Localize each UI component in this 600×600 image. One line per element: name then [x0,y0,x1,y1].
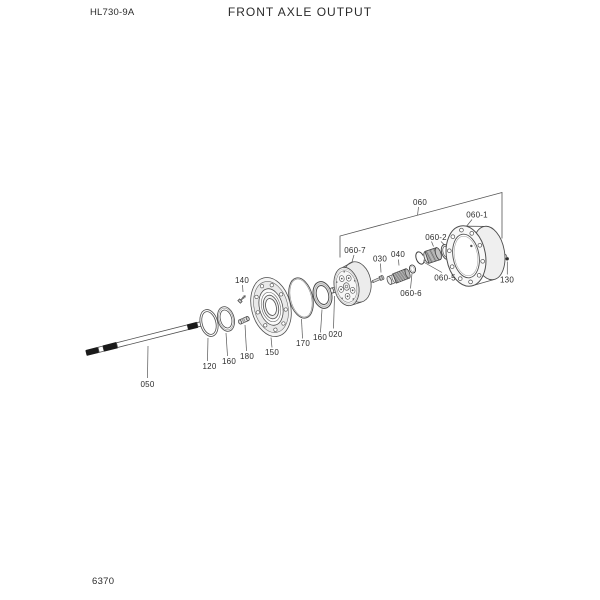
part-label-150: 150 [265,348,279,357]
part-label-040: 040 [391,250,405,259]
part-wheel-hub-150 [250,277,292,337]
part-bearing-060-2 [423,247,442,264]
part-snap-ring-060-5 [415,251,425,265]
part-label-180: 180 [240,352,254,361]
part-label-060-1: 060-1 [466,211,488,220]
part-label-170: 170 [296,339,310,348]
part-label-050: 050 [141,380,155,389]
part-label-060-7: 060-7 [344,246,366,255]
part-label-130: 130 [500,276,514,285]
part-label-120: 120 [203,362,217,371]
part-oring-060-6 [408,264,417,274]
part-screw-140 [237,294,247,304]
part-planet-carrier-060-7 [333,261,372,307]
part-ring-160-left [217,306,235,332]
part-label-020: 020 [329,330,343,339]
part-label-060-2: 060-2 [425,233,447,242]
part-labels: 050 120 160 180 140 150 170 160 020 060-… [141,198,515,389]
group-label-060: 060 [413,198,427,207]
page-title: FRONT AXLE OUTPUT [227,5,373,19]
part-label-060-5: 060-5 [434,274,456,283]
part-pin-180 [238,316,250,325]
part-plug-130 [505,253,509,261]
part-output-flange-060-1 [445,225,506,287]
leader-lines [147,206,508,379]
part-oring-170 [288,277,314,319]
part-axle-shaft-050 [85,321,202,356]
part-label-160-right: 160 [313,333,327,342]
part-label-060-6: 060-6 [400,289,422,298]
part-label-030: 030 [373,255,387,264]
model-code: HL730-9A [90,7,135,18]
footer-page-number: 6370 [92,576,115,587]
part-oring-120 [199,309,219,337]
part-label-160-left: 160 [222,357,236,366]
part-seal-160-right [312,281,333,309]
group-bracket-060 [339,191,503,258]
part-bolt-030 [370,274,385,283]
part-label-140: 140 [235,276,249,285]
part-sun-shaft-040 [386,268,411,285]
